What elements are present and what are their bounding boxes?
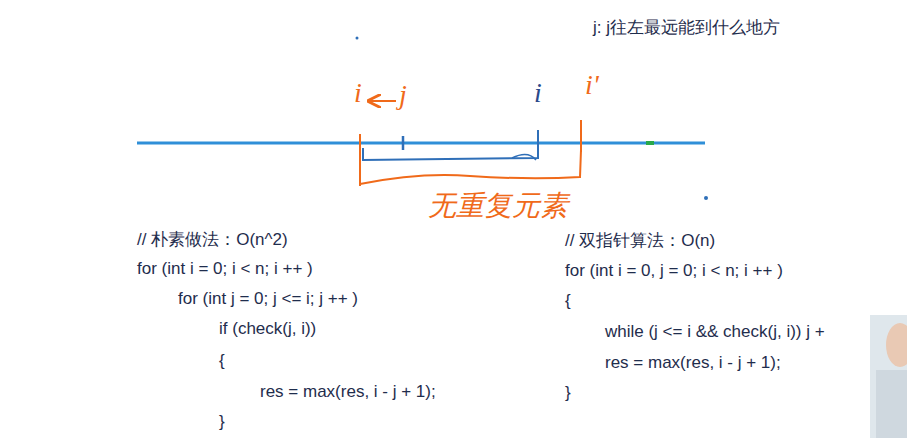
range-bracket xyxy=(512,154,536,160)
code-line: while (j <= i && check(j, i)) j + xyxy=(605,321,825,343)
code-line: res = max(res, i - j + 1); xyxy=(605,352,781,374)
handwritten-letter: i' xyxy=(585,70,599,100)
code-line: for (int j = 0; j <= i; j ++ ) xyxy=(178,288,358,310)
code-line: for (int i = 0; i < n; i ++ ) xyxy=(137,258,313,280)
webcam-overlay xyxy=(870,315,907,438)
code-line: if (check(j, i)) xyxy=(219,318,316,340)
pen-dot xyxy=(704,196,708,200)
number-line xyxy=(137,142,705,145)
position-mark xyxy=(580,120,582,152)
handwritten-note: 无重复元素 xyxy=(428,190,568,222)
position-mark xyxy=(359,134,361,186)
code-comment: // 双指针算法：O(n) xyxy=(565,230,715,252)
pen-dot xyxy=(356,37,359,40)
move-arrow xyxy=(370,100,396,102)
code-line: { xyxy=(565,290,571,312)
code-line: res = max(res, i - j + 1); xyxy=(260,381,436,403)
range-bracket xyxy=(360,150,581,184)
handwritten-letter: j xyxy=(399,80,407,110)
code-line: for (int i = 0, j = 0; i < n; i ++ ) xyxy=(565,260,783,282)
code-line: } xyxy=(565,382,571,404)
range-bracket xyxy=(363,130,538,160)
tick-mark xyxy=(402,136,405,150)
handwritten-letter: i xyxy=(534,78,542,108)
code-comment: // 朴素做法：O(n^2) xyxy=(137,229,288,251)
handwritten-letter: i xyxy=(354,78,362,108)
note-text: j: j往左最远能到什么地方 xyxy=(593,17,780,39)
code-line: { xyxy=(219,350,225,372)
code-line: } xyxy=(219,411,225,433)
cursor-mark xyxy=(646,141,654,145)
